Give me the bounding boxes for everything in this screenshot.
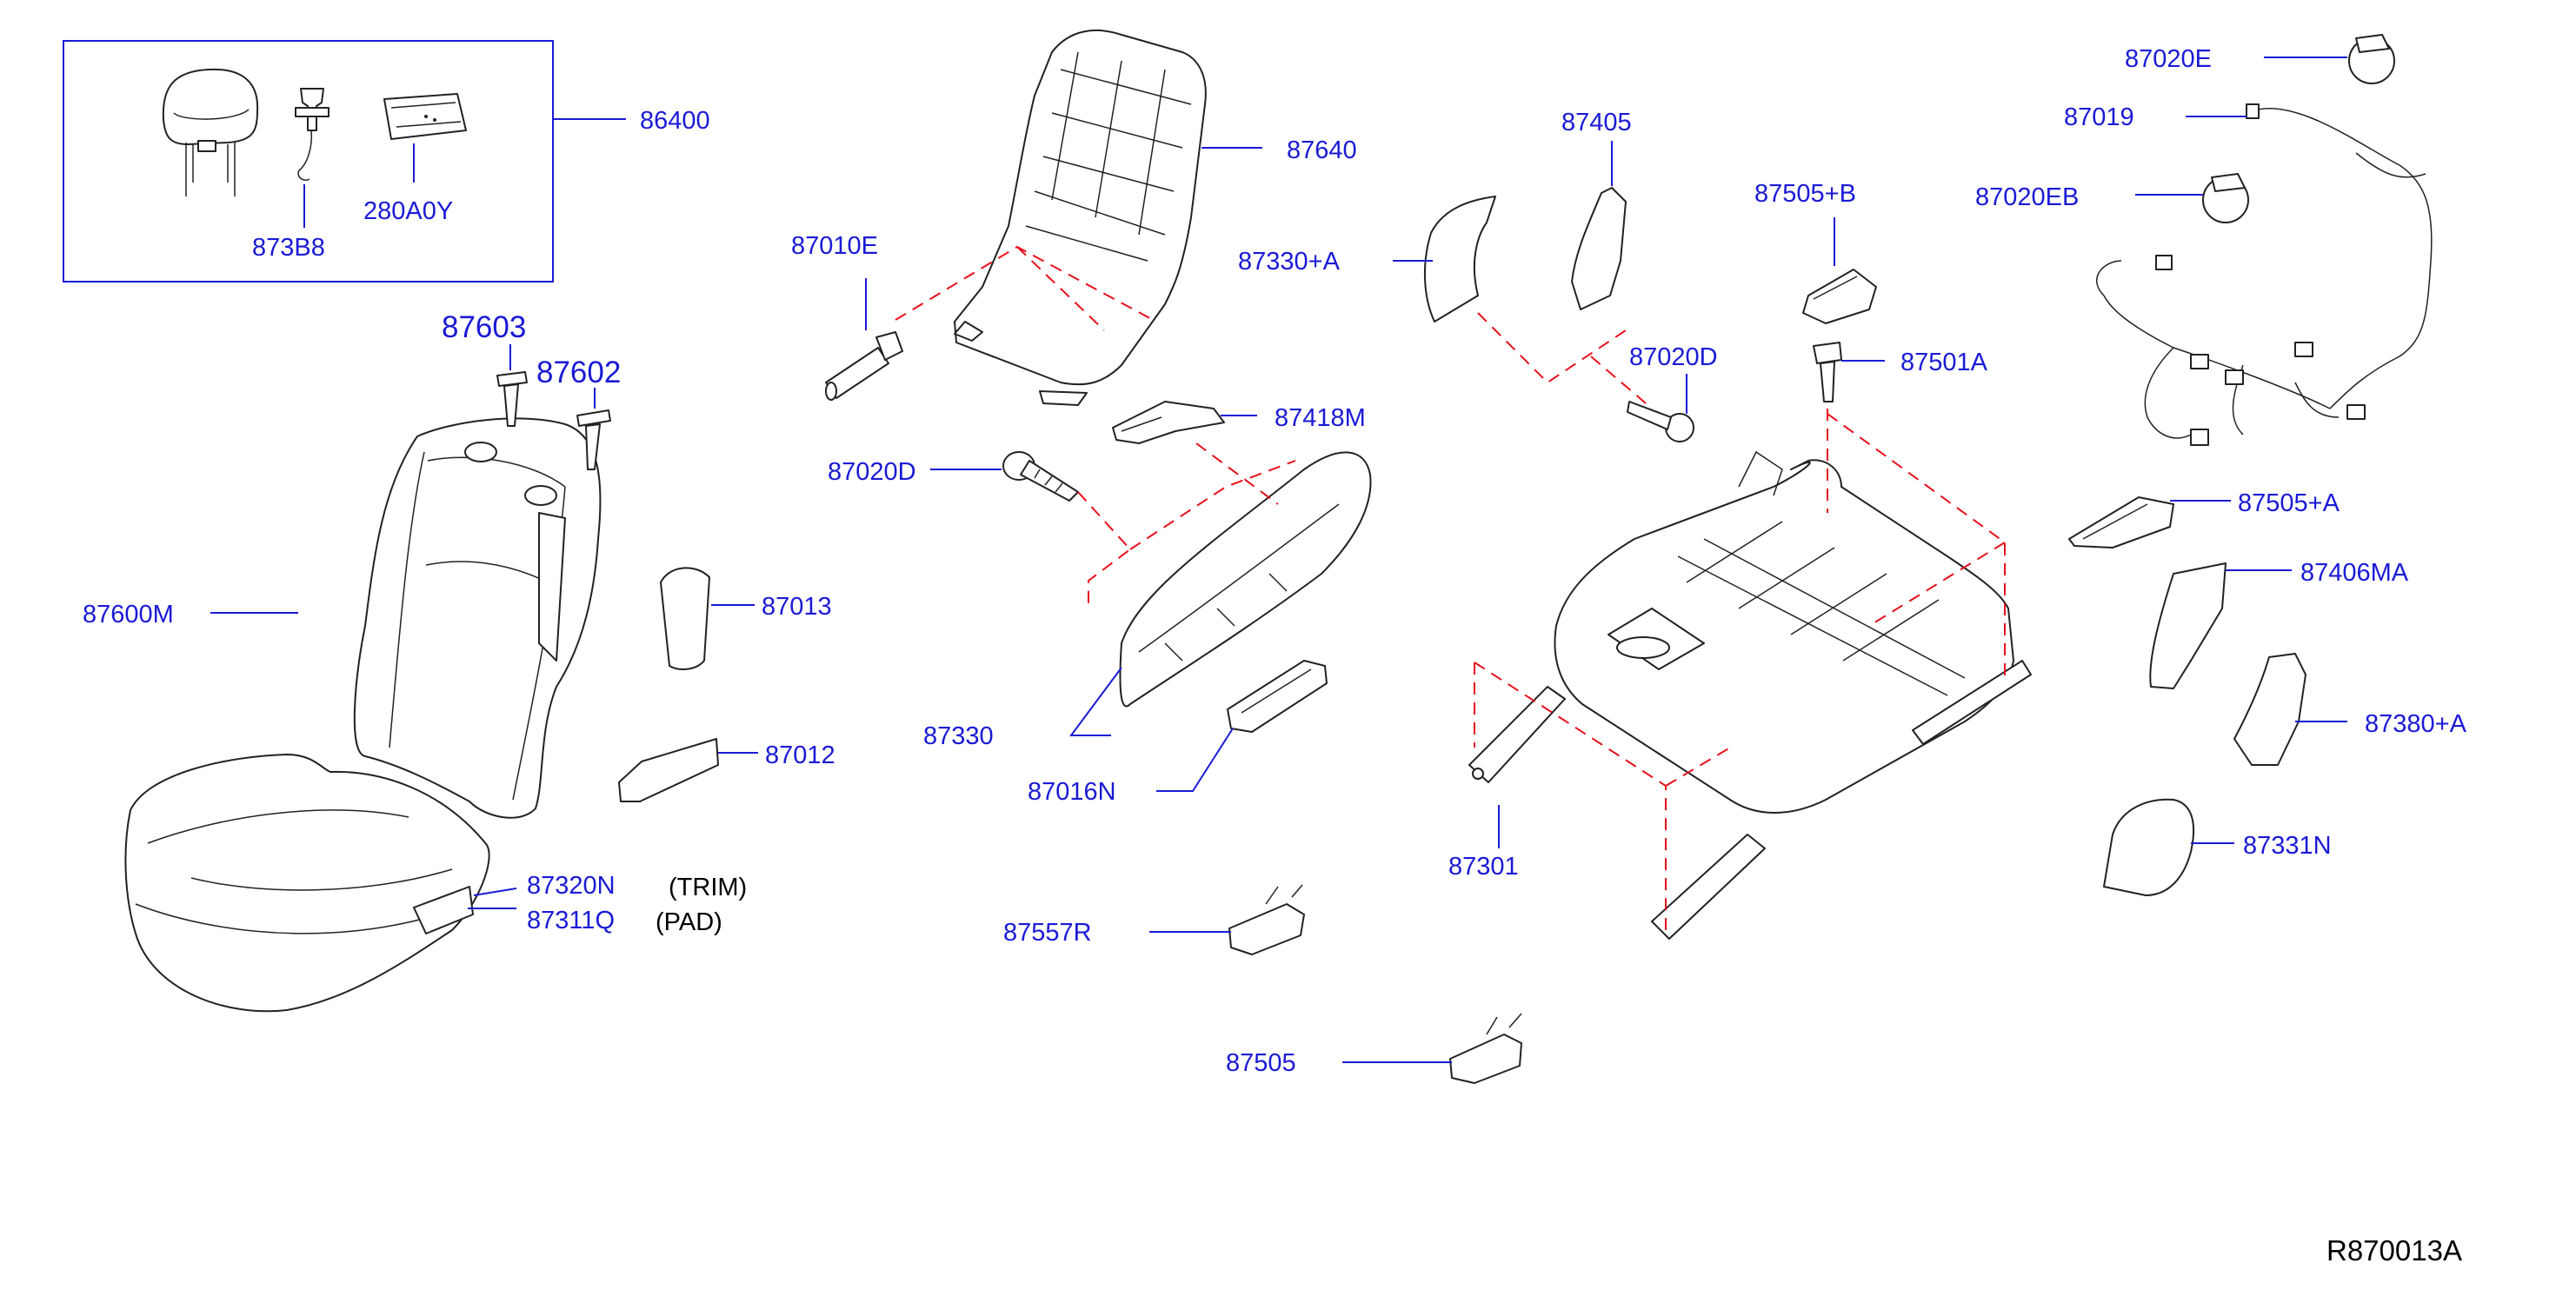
seatback-frame-icon	[954, 29, 1207, 406]
diagram-reference-code: R870013A	[2326, 1234, 2462, 1267]
leader-87330	[1069, 667, 1122, 736]
seatback-trim-icon	[353, 417, 602, 819]
label-87640: 87640	[1287, 136, 1357, 164]
bolt-87501A-icon	[1813, 342, 1842, 402]
harness-87019-icon	[2096, 103, 2433, 446]
label-873B8: 873B8	[252, 234, 325, 262]
bracket-87505A-icon	[2068, 496, 2174, 549]
label-87019: 87019	[2064, 103, 2134, 131]
label-87020D-left: 87020D	[828, 458, 916, 486]
label-87020D-right: 87020D	[1629, 343, 1718, 371]
headrest-icon	[162, 68, 259, 196]
bolt-87020D-right-icon	[1627, 401, 1694, 442]
label-87505B: 87505+B	[1754, 180, 1856, 208]
label-87505: 87505	[1226, 1049, 1296, 1077]
cover-87405-icon	[1571, 187, 1627, 310]
label-87020EB: 87020EB	[1975, 183, 2079, 211]
label-87330A: 87330+A	[1238, 248, 1341, 276]
assembly-dash-lines	[895, 245, 2006, 930]
headrest-kit-group: 86400 873B8 280A0Y	[63, 40, 710, 283]
label-87331N: 87331N	[2243, 832, 2332, 860]
label-87320N: 87320N	[527, 872, 616, 900]
label-87311Q: 87311Q	[527, 907, 615, 934]
label-87600M: 87600M	[83, 601, 174, 628]
label-87418M: 87418M	[1275, 404, 1366, 432]
cover-87331N-icon	[2103, 798, 2195, 896]
switch-87016N-icon	[1227, 660, 1328, 733]
label-87505A: 87505+A	[2238, 489, 2340, 517]
cover-87330A-icon	[1423, 196, 1496, 322]
control-module-icon	[383, 93, 467, 140]
label-87020E: 87020E	[2125, 45, 2212, 73]
bracket-87505B-icon	[1802, 269, 1877, 324]
headrest-guide-icon	[295, 88, 329, 181]
side-cover-87013-icon	[660, 567, 710, 670]
label-87012: 87012	[765, 741, 835, 769]
screw-87020D-left-icon	[1002, 451, 1079, 502]
label-trim: (TRIM)	[669, 874, 747, 901]
label-87405: 87405	[1561, 109, 1632, 136]
leader-87016N	[1156, 728, 1234, 792]
label-87013: 87013	[762, 593, 832, 621]
clip-87557R-icon	[1228, 884, 1305, 955]
seat-frame-icon	[1468, 450, 2032, 940]
label-87016N: 87016N	[1028, 778, 1116, 806]
label-87603: 87603	[442, 310, 526, 344]
knob-87010E-icon	[825, 331, 903, 401]
label-87557R: 87557R	[1003, 919, 1092, 947]
cover-87012-icon	[618, 738, 719, 802]
lever-87418M-icon	[1112, 401, 1225, 444]
connector-87020EB-icon	[2202, 173, 2249, 223]
cover-87380A-icon	[2233, 653, 2306, 766]
clip-87602-icon	[576, 409, 611, 470]
label-87602: 87602	[536, 356, 621, 389]
seat-cushion-icon	[124, 754, 490, 1013]
label-86400: 86400	[640, 107, 710, 135]
headrest-kit-box	[63, 40, 554, 283]
label-87010E: 87010E	[791, 232, 878, 260]
label-87406MA: 87406MA	[2300, 559, 2409, 587]
label-87501A: 87501A	[1900, 349, 1988, 376]
label-87380A: 87380+A	[2365, 710, 2467, 738]
connector-87020E-icon	[2348, 34, 2395, 84]
label-87330: 87330	[923, 722, 994, 750]
label-pad: (PAD)	[656, 908, 722, 936]
clip-87603-icon	[496, 371, 528, 427]
label-280A0Y: 280A0Y	[363, 197, 453, 225]
clip-87505-icon	[1449, 1013, 1522, 1084]
label-87301: 87301	[1448, 853, 1519, 881]
cover-87406MA-icon	[2149, 562, 2227, 689]
leader-87320N	[473, 888, 517, 896]
side-shield-87330-icon	[1119, 451, 1372, 708]
